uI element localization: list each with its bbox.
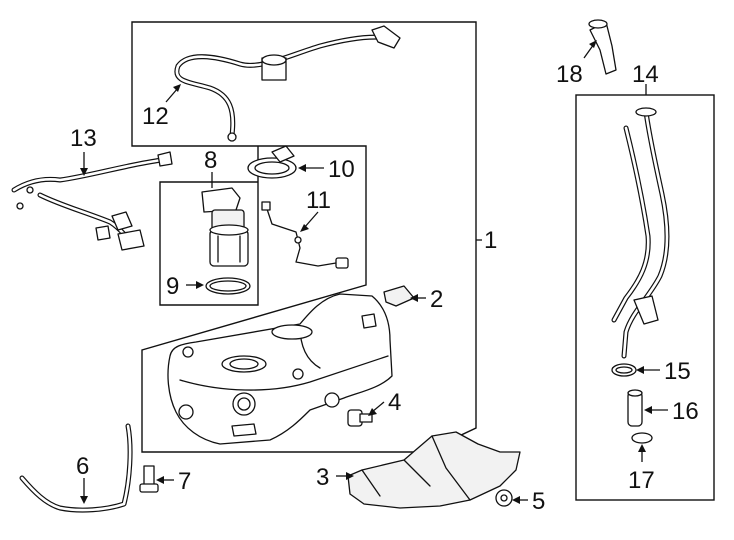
- shield-pad-part: [383, 285, 415, 307]
- callout-14: 14: [632, 61, 659, 88]
- heat-shield-part: [347, 431, 521, 509]
- callout-8: 8: [204, 147, 217, 174]
- bolt-4-part: [347, 409, 373, 427]
- callout-6: 6: [76, 453, 89, 480]
- filler-cap-part: [588, 19, 617, 75]
- seal-ring-inner: [209, 280, 247, 292]
- tank-strap-inner: [20, 424, 132, 512]
- callout-9: 9: [166, 273, 179, 300]
- heat-shield-ribs: [361, 435, 471, 501]
- callout-5: 5: [532, 488, 545, 515]
- fuel-tank-part: [167, 293, 393, 445]
- filler-hose-end: [627, 389, 643, 397]
- callout-18: 18: [556, 61, 583, 88]
- vent-hose-part: [174, 25, 401, 142]
- washer-part: [495, 489, 513, 507]
- filler-hose-part: [627, 391, 643, 427]
- callout-17: 17: [628, 467, 655, 494]
- filler-ring-part: [631, 432, 653, 444]
- bolt-7-part: [139, 465, 159, 493]
- callout-16: 16: [672, 398, 699, 425]
- callout-4: 4: [388, 389, 401, 416]
- lock-ring-part: [247, 145, 297, 179]
- wiring-harness-part: [11, 151, 173, 251]
- filler-pipe-part: [611, 107, 670, 359]
- callout-7: 7: [178, 468, 191, 495]
- assembly-14-outline: [575, 94, 715, 501]
- hose-clamp-inner: [615, 366, 633, 374]
- callout-1: 1: [484, 227, 497, 254]
- callout-3: 3: [316, 464, 329, 491]
- callout-10: 10: [328, 156, 355, 183]
- callout-12: 12: [142, 103, 169, 130]
- callout-13: 13: [70, 125, 97, 152]
- callout-11: 11: [306, 187, 331, 214]
- leader-lines: [80, 40, 668, 504]
- washer-hole: [500, 494, 508, 502]
- callout-2: 2: [430, 286, 443, 313]
- level-sensor-part: [261, 201, 349, 269]
- fuel-pump-module-part: [201, 187, 249, 267]
- callout-15: 15: [664, 358, 691, 385]
